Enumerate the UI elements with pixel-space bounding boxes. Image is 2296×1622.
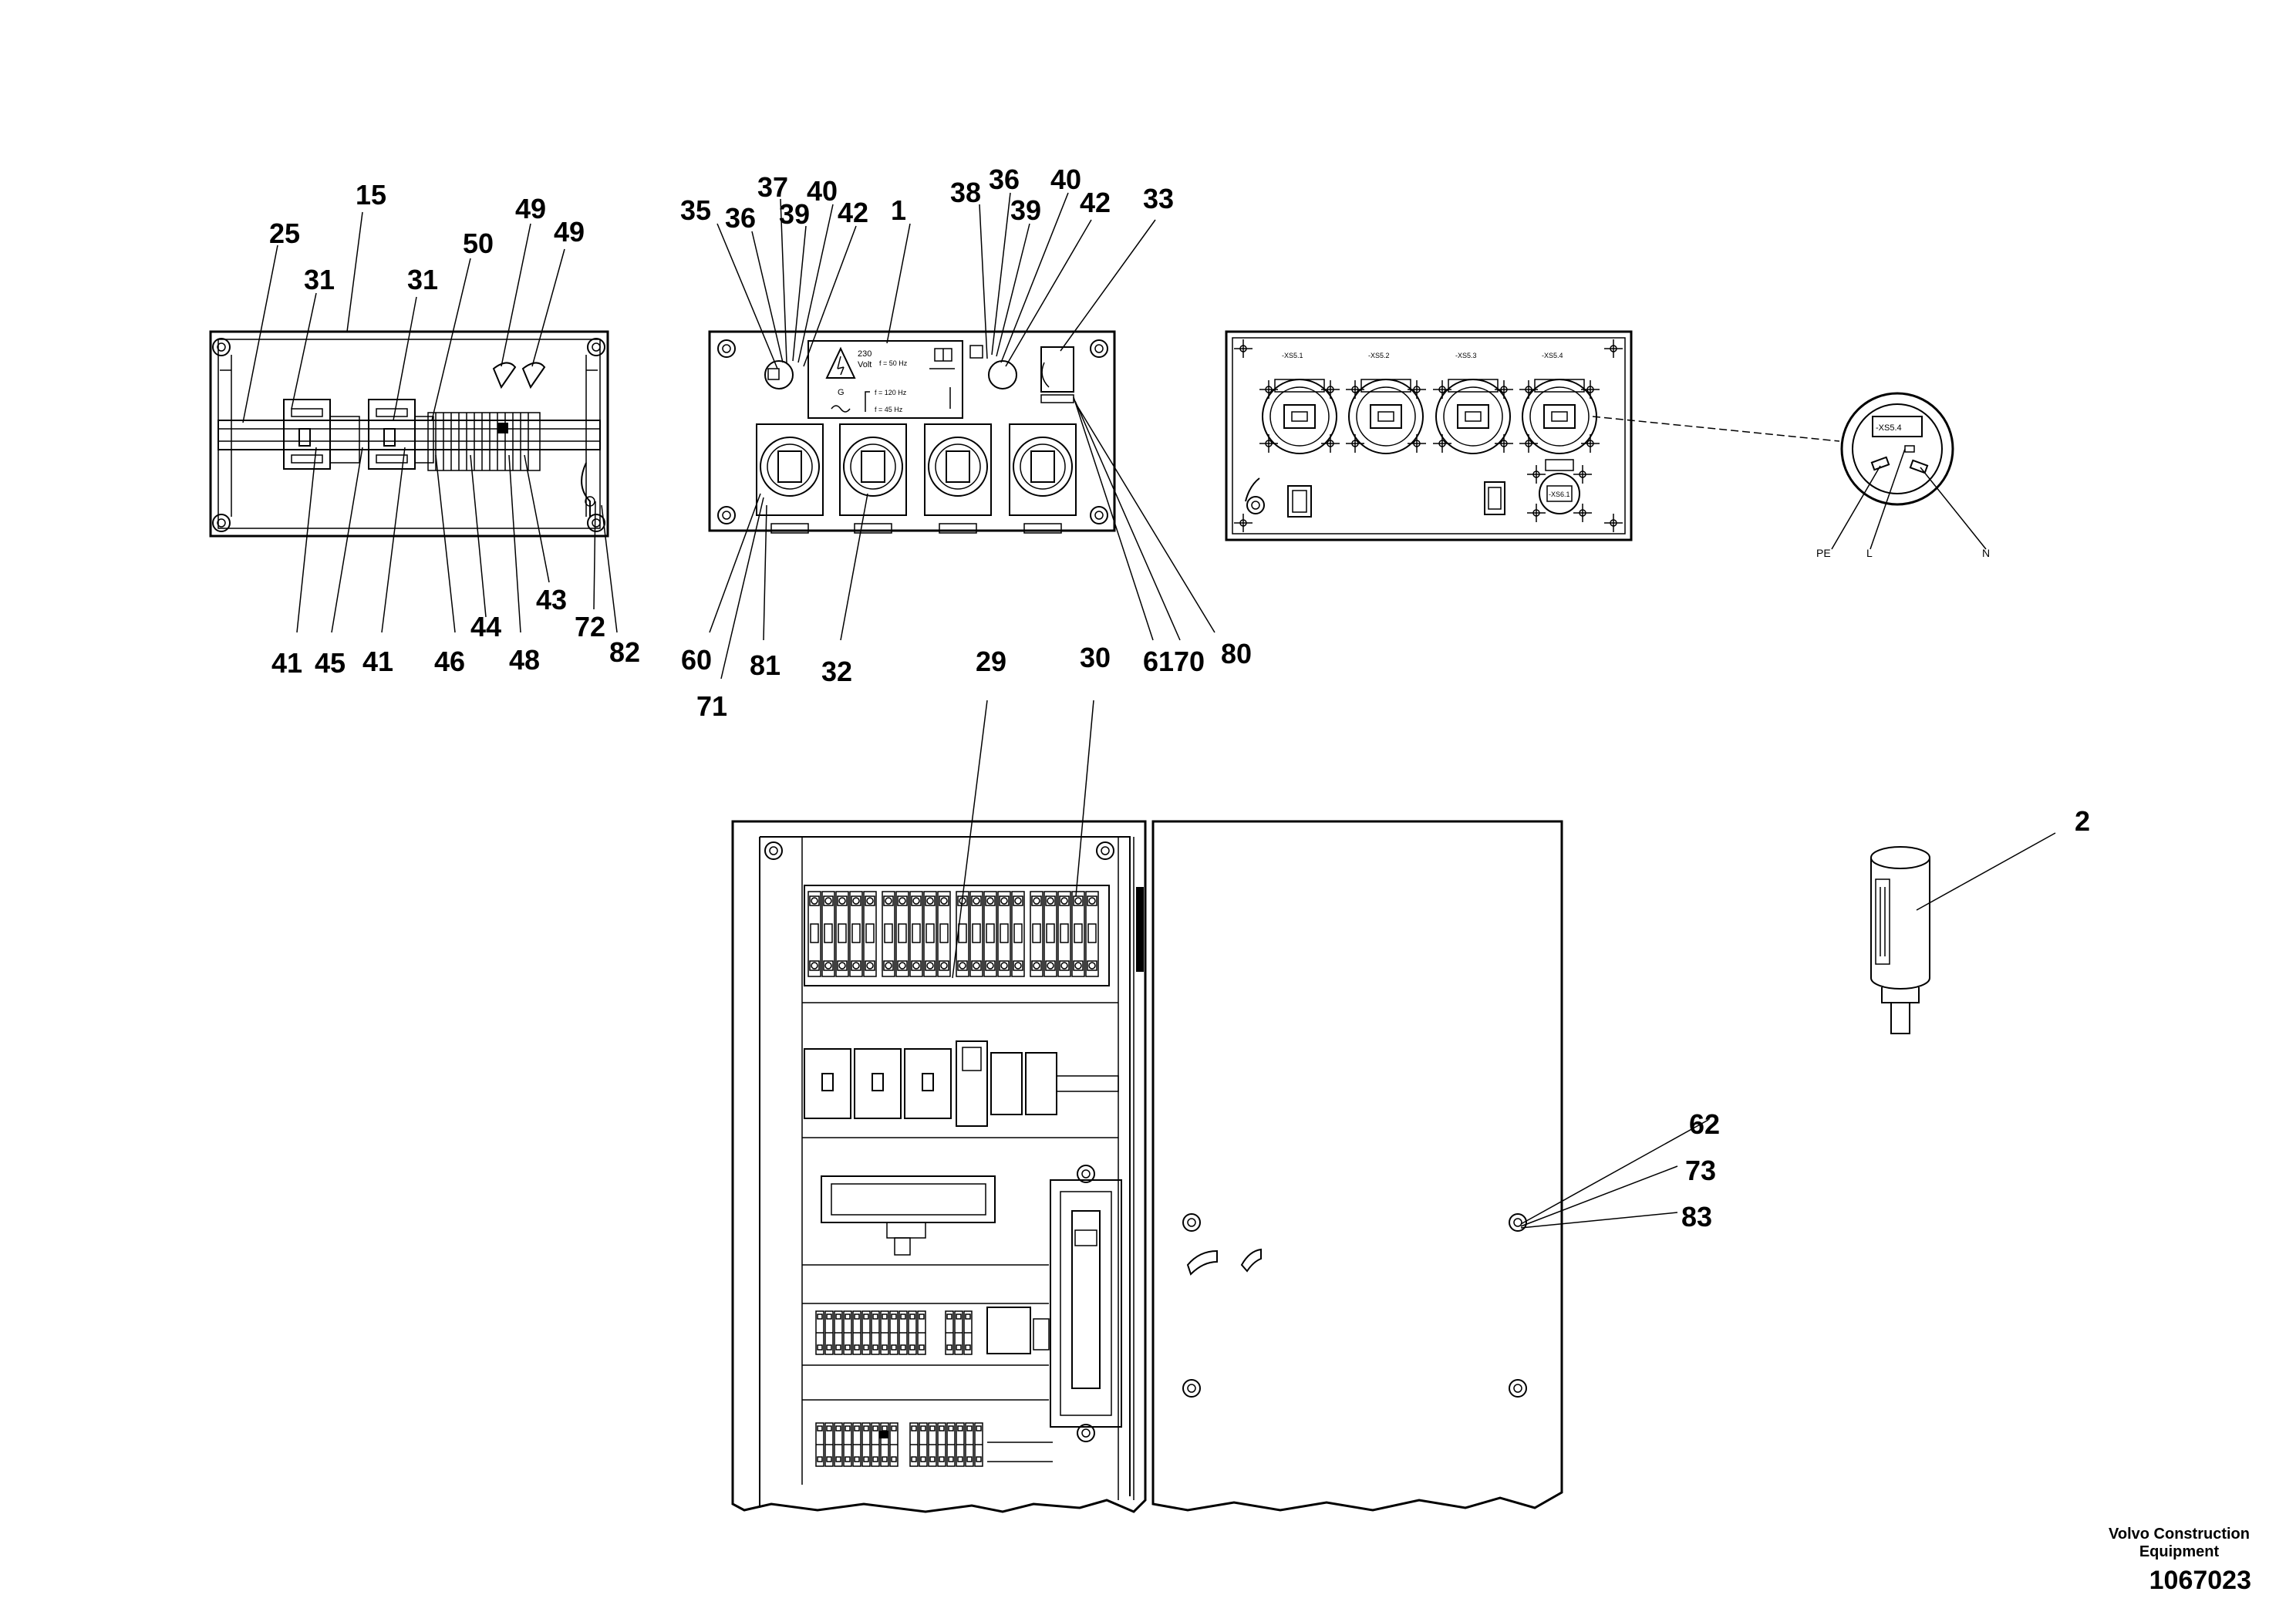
callout-37: 37 <box>757 171 788 203</box>
plate-generator: G <box>838 388 845 397</box>
callout-82: 82 <box>609 636 640 668</box>
callout-80: 80 <box>1221 638 1252 669</box>
credit-line-1: Volvo Construction <box>2109 1526 2250 1543</box>
plate-freq-low: f = 45 Hz <box>875 406 903 413</box>
callout-1: 1 <box>891 194 906 226</box>
callout-44: 44 <box>470 611 501 642</box>
socket-tag-3: -XS5.3 <box>1455 352 1477 359</box>
socket-tag-2: -XS5.2 <box>1368 352 1390 359</box>
callouts: 15 25 31 31 50 49 49 41 45 41 46 44 48 4… <box>269 164 2090 1233</box>
socket-tag-1: -XS5.1 <box>1282 352 1303 359</box>
callout-15: 15 <box>356 179 386 211</box>
plate-freq-high: f = 120 Hz <box>875 389 907 396</box>
callout-32: 32 <box>821 656 852 687</box>
callout-36: 36 <box>989 164 1020 195</box>
plate-voltage: 230 <box>858 349 872 359</box>
socket-tag-4: -XS5.4 <box>1542 352 1563 359</box>
credit-line-2: Equipment <box>2139 1543 2220 1560</box>
socket-panel: -XS5.1 -XS5.2 -XS5.3 -XS5.4 -XS6.1 <box>1225 330 1633 541</box>
cabinet <box>731 820 1563 1513</box>
pin-l: L <box>1866 547 1873 559</box>
plate-volt-unit: Volt <box>858 360 872 369</box>
callout-29: 29 <box>976 646 1006 677</box>
callout-43: 43 <box>536 584 567 615</box>
leaders-panel-1 <box>709 192 1215 679</box>
callout-40: 40 <box>1050 164 1081 195</box>
callout-61: 61 <box>1143 646 1174 677</box>
callout-45: 45 <box>315 647 346 679</box>
callout-35: 35 <box>680 194 711 226</box>
detail-tag: -XS5.4 <box>1876 423 1902 433</box>
callout-40: 40 <box>807 175 838 207</box>
callout-42: 42 <box>838 197 868 228</box>
callout-49: 49 <box>515 193 546 224</box>
callout-49: 49 <box>554 216 585 248</box>
callout-31: 31 <box>407 264 438 295</box>
callout-72: 72 <box>575 611 605 642</box>
callout-39: 39 <box>779 198 810 230</box>
part-2 <box>1870 846 1930 1034</box>
callout-25: 25 <box>269 218 300 249</box>
callout-38: 38 <box>950 177 981 208</box>
credit-block: Volvo Construction Equipment <box>2109 1526 2250 1561</box>
panel-15 <box>209 330 609 538</box>
callout-60: 60 <box>681 644 712 676</box>
plate-freq-main: f = 50 Hz <box>879 359 908 367</box>
callout-39: 39 <box>1010 194 1041 226</box>
callout-48: 48 <box>509 644 540 676</box>
callout-81: 81 <box>750 649 781 681</box>
callout-2: 2 <box>2075 805 2090 837</box>
callout-70: 70 <box>1174 646 1205 677</box>
callout-62: 62 <box>1689 1108 1720 1140</box>
callout-36: 36 <box>725 202 756 234</box>
socket-tag-6: -XS6.1 <box>1549 491 1570 498</box>
pin-n: N <box>1982 547 1990 559</box>
callout-31: 31 <box>304 264 335 295</box>
callout-46: 46 <box>434 646 465 677</box>
leaders-panel-15 <box>242 211 618 633</box>
callout-41: 41 <box>362 646 393 677</box>
callout-42: 42 <box>1080 187 1111 218</box>
callout-30: 30 <box>1080 642 1111 673</box>
callout-73: 73 <box>1685 1155 1716 1186</box>
callout-41: 41 <box>271 647 302 679</box>
callout-71: 71 <box>696 690 727 722</box>
socket-detail: -XS5.4 PE L N <box>1592 392 1990 559</box>
callout-50: 50 <box>463 228 494 259</box>
document-number: 1067023 <box>2149 1566 2251 1595</box>
leaders-cabinet <box>952 700 2056 1229</box>
callout-83: 83 <box>1681 1201 1712 1233</box>
panel-1: 230 Volt f = 50 Hz G f = 120 Hz f = 45 H… <box>708 330 1116 534</box>
pin-pe: PE <box>1816 547 1831 559</box>
callout-33: 33 <box>1143 183 1174 214</box>
